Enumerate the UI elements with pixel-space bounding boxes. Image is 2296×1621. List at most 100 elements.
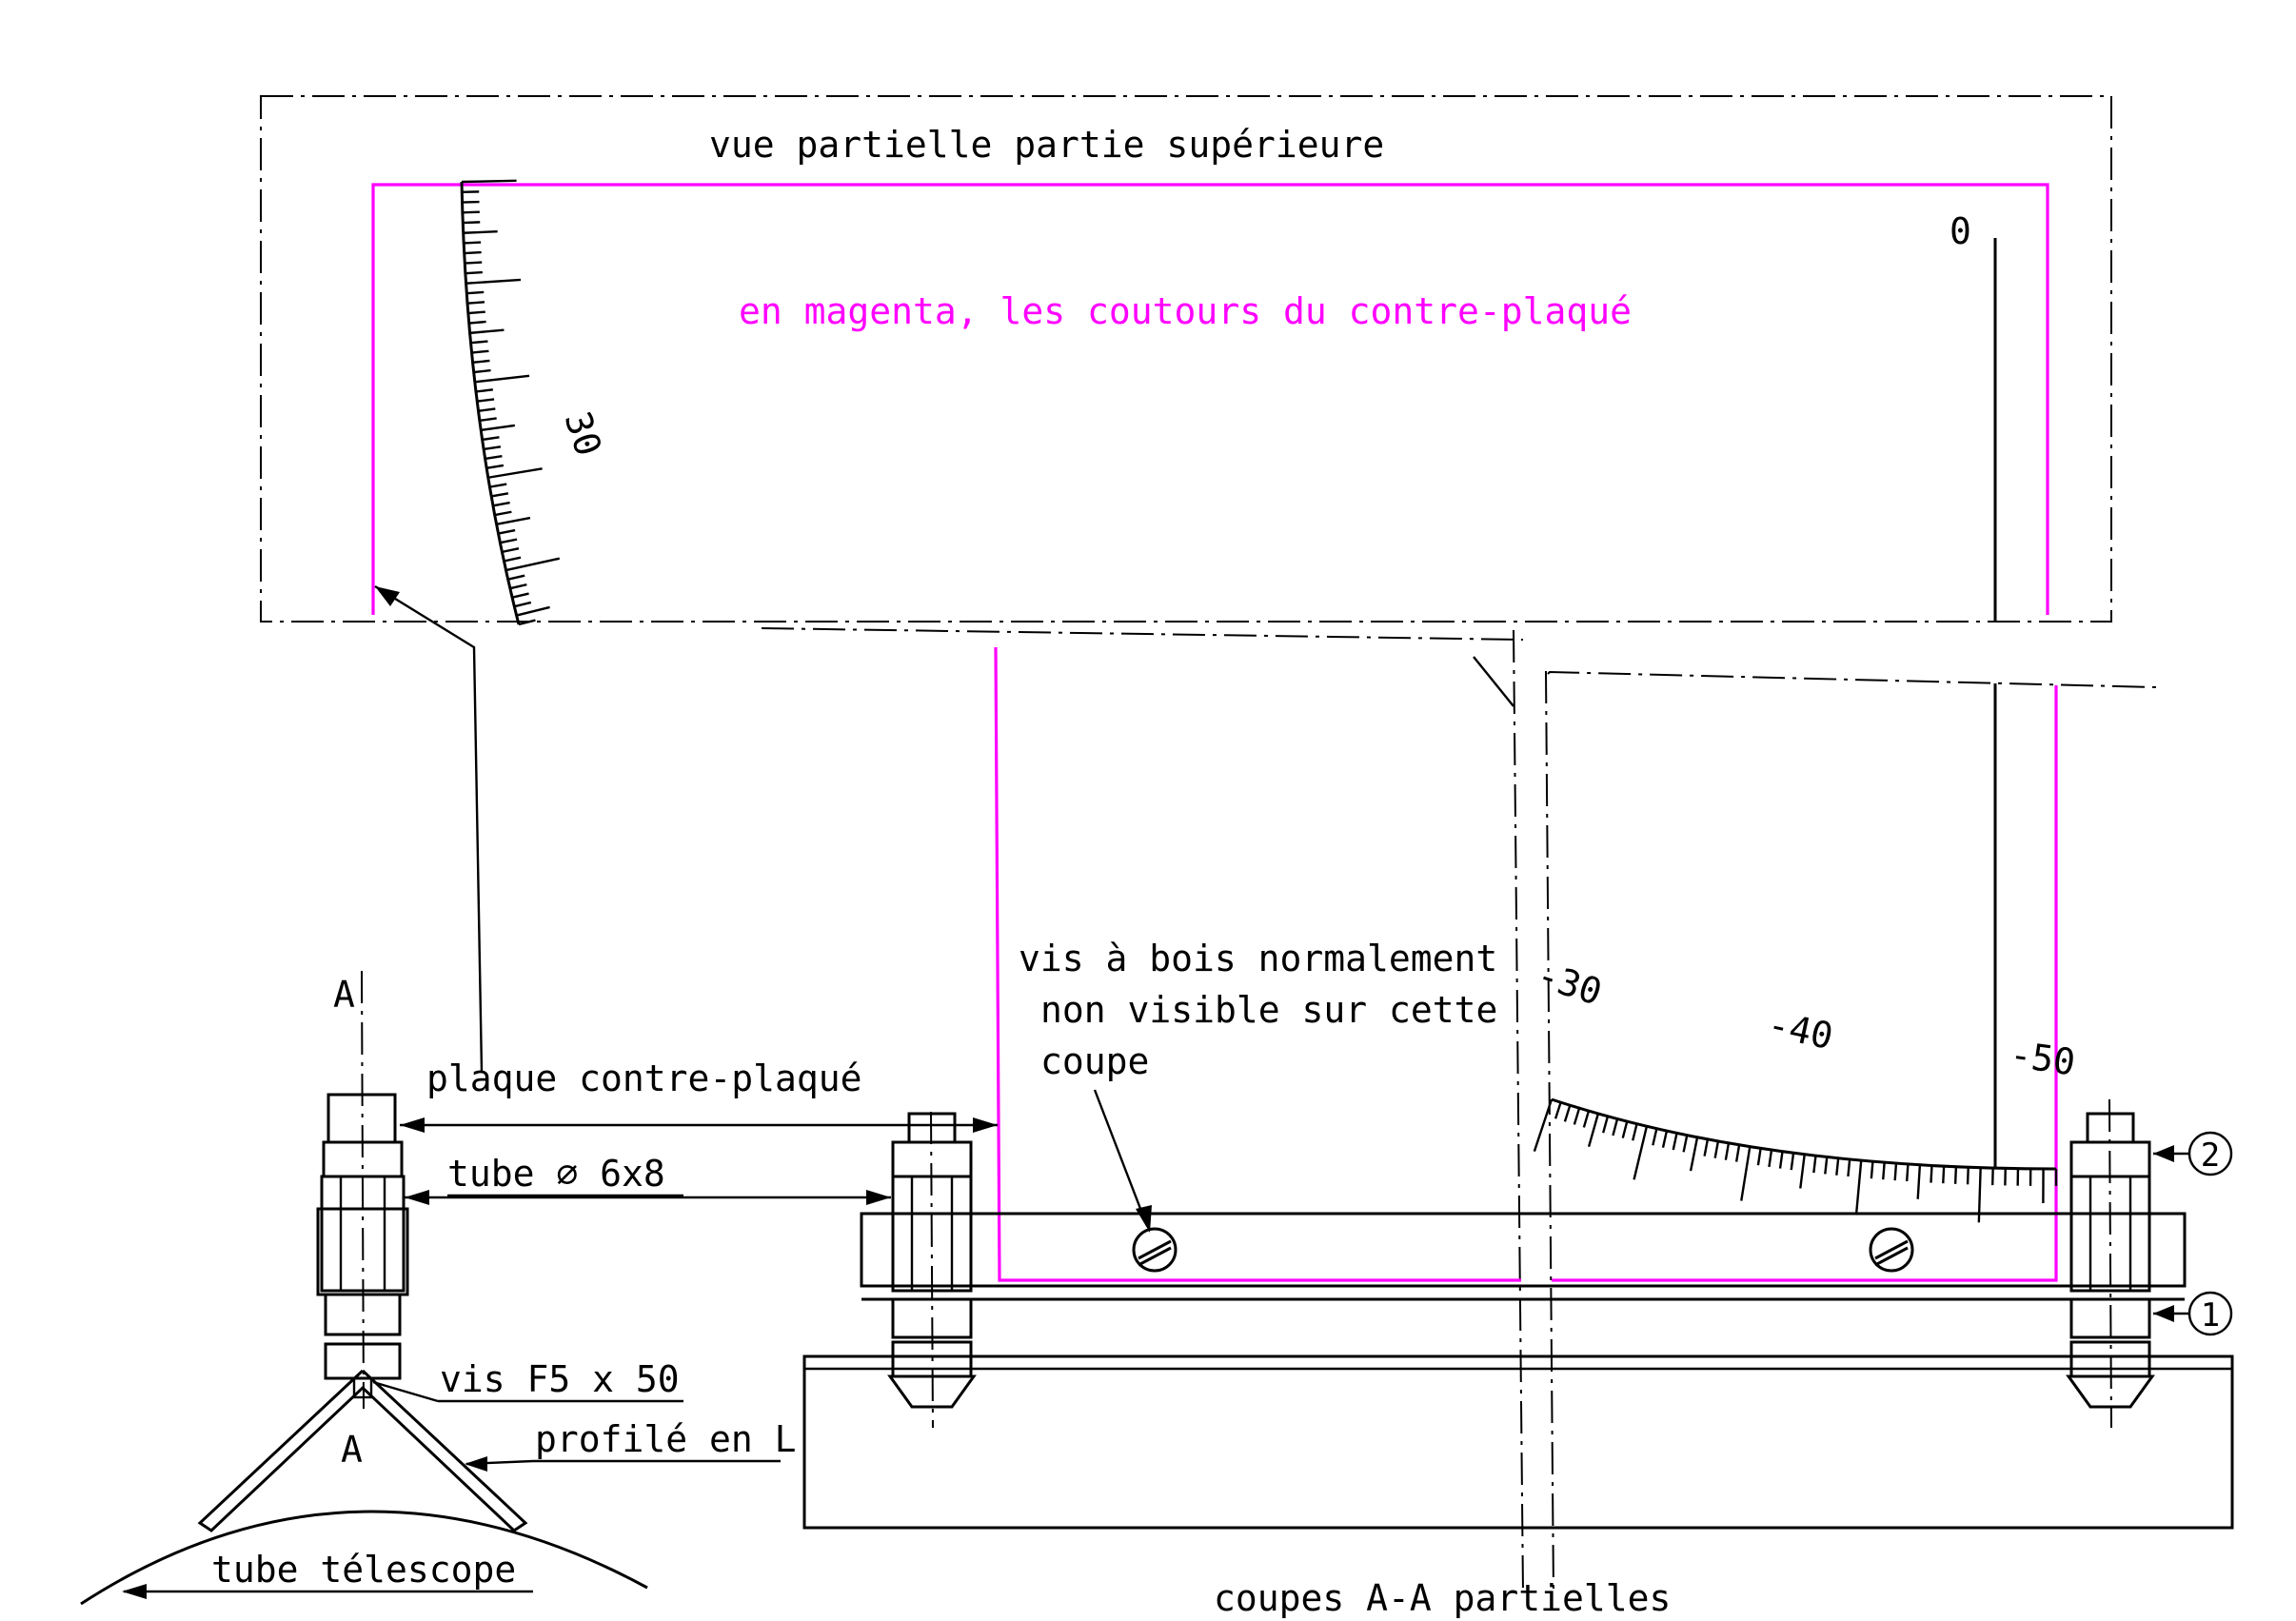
scale-tick bbox=[1905, 1163, 1910, 1182]
scale-tick bbox=[507, 574, 525, 581]
scale-tick bbox=[462, 210, 480, 214]
wood-screw-note-1: vis à bois normalement bbox=[1019, 938, 1497, 979]
scale-top-label-0: 0 bbox=[1950, 210, 1971, 252]
plywood-outline-bottom-right bbox=[1552, 685, 2058, 1282]
scale-tick bbox=[467, 310, 485, 315]
scale-tick bbox=[1870, 1161, 1874, 1179]
bolt-middle bbox=[887, 1111, 977, 1429]
top-view-frame bbox=[260, 95, 2112, 623]
left-section: A A plaque contre-plaqué tube ∅ 6x8 vis … bbox=[80, 970, 998, 1606]
scale-tick bbox=[1724, 1142, 1731, 1160]
tube-label: tube ∅ 6x8 bbox=[447, 1153, 665, 1195]
wood-bar bbox=[860, 1212, 2187, 1288]
scale-tick bbox=[464, 241, 482, 245]
scale-tick bbox=[463, 221, 481, 225]
callout-2: 2 bbox=[2153, 1131, 2233, 1176]
scale-tick bbox=[1847, 1158, 1851, 1177]
scale-tick bbox=[1587, 1113, 1600, 1147]
scale-tick bbox=[1682, 1135, 1689, 1153]
section-a-bottom: A bbox=[341, 1429, 363, 1471]
scale-tick bbox=[1652, 1128, 1658, 1146]
top-view-title: vue partielle partie supérieure bbox=[709, 124, 1384, 166]
scale-tick bbox=[479, 417, 497, 423]
scale-tick bbox=[1632, 1123, 1638, 1141]
scale-tick bbox=[464, 250, 482, 255]
scale-tick bbox=[461, 179, 517, 184]
plywood-outline-top bbox=[371, 183, 2049, 615]
scale-tick bbox=[492, 501, 510, 507]
scale-tick bbox=[511, 592, 529, 599]
scale-tick bbox=[485, 464, 505, 470]
scale-tick bbox=[496, 516, 531, 525]
plywood-leader-arrow bbox=[375, 586, 400, 606]
scale-tick bbox=[1573, 1107, 1581, 1125]
screw-head-icon bbox=[1132, 1227, 1178, 1273]
magenta-note: en magenta, les coutours du contre-plaqu… bbox=[739, 290, 1632, 332]
screw-head-icon bbox=[1869, 1227, 1914, 1273]
scale-tick bbox=[1713, 1140, 1720, 1158]
scale-bottom-ticks bbox=[1533, 1098, 2058, 1223]
scale-tick bbox=[475, 388, 494, 393]
scale-tick bbox=[478, 407, 496, 412]
scale-tick bbox=[1882, 1162, 1886, 1180]
scale-tick bbox=[502, 547, 520, 554]
scale-tick bbox=[509, 583, 527, 590]
scale-tick bbox=[470, 340, 488, 345]
scale-tick bbox=[1633, 1126, 1649, 1180]
scale-tick bbox=[1734, 1144, 1741, 1162]
scale-tick bbox=[465, 278, 522, 285]
scale-tick bbox=[468, 320, 486, 325]
svg-text:2: 2 bbox=[2201, 1137, 2220, 1175]
scale-tick bbox=[485, 454, 503, 461]
scale-tick bbox=[1554, 1101, 1562, 1119]
scale-tick bbox=[1621, 1120, 1629, 1138]
wood-screw-note-3: coupe bbox=[1040, 1040, 1149, 1082]
scale-tick bbox=[518, 619, 536, 626]
scale-tick bbox=[465, 270, 483, 275]
scale-tick bbox=[473, 368, 491, 374]
scale-tick bbox=[1602, 1116, 1610, 1134]
scale-tick bbox=[489, 483, 507, 488]
angle-profile bbox=[197, 1369, 528, 1532]
scale-tick bbox=[472, 359, 490, 365]
scale-tick bbox=[1563, 1104, 1572, 1122]
scale-tick bbox=[465, 261, 483, 265]
scale-tick bbox=[1916, 1164, 1922, 1199]
scale-tick bbox=[1661, 1130, 1669, 1148]
scale-tick bbox=[1740, 1146, 1752, 1201]
scale-tick bbox=[466, 301, 485, 305]
svg-text:1: 1 bbox=[2201, 1296, 2220, 1334]
section-a-top: A bbox=[333, 974, 355, 1016]
scale-tick bbox=[498, 528, 516, 535]
scale-bottom-label-m40: -40 bbox=[1764, 1003, 1836, 1058]
scale-tick bbox=[514, 601, 532, 608]
scale-tick bbox=[504, 556, 522, 563]
scale-tick bbox=[1703, 1138, 1710, 1156]
scale-tick bbox=[471, 349, 489, 354]
scale-tick bbox=[1778, 1151, 1784, 1169]
scale-tick bbox=[466, 290, 485, 295]
scale-tick bbox=[505, 557, 561, 572]
scale-tick bbox=[487, 467, 543, 479]
break-lines bbox=[761, 627, 2157, 1595]
plywood-plate-label: plaque contre-plaqué bbox=[426, 1058, 862, 1099]
scale-tick bbox=[1672, 1133, 1678, 1151]
scale-tick bbox=[500, 538, 518, 544]
scale-tick bbox=[516, 605, 550, 617]
scale-tick bbox=[1942, 1166, 1946, 1184]
base-block bbox=[802, 1354, 2234, 1530]
scale-tick bbox=[1824, 1156, 1829, 1175]
scale-tick bbox=[483, 445, 502, 451]
scale-tick bbox=[1582, 1110, 1591, 1128]
scale-tick bbox=[481, 424, 516, 432]
scale-tick bbox=[474, 374, 530, 384]
scale-tick bbox=[1930, 1165, 1933, 1183]
scale-tick bbox=[1768, 1149, 1773, 1168]
bolt-right bbox=[2066, 1098, 2155, 1429]
scale-bottom-label-m50: -50 bbox=[2008, 1033, 2078, 1083]
scale-tick bbox=[1689, 1137, 1699, 1172]
scale-tick bbox=[1835, 1157, 1840, 1176]
scale-tick bbox=[1533, 1098, 1554, 1153]
plywood-leader bbox=[374, 584, 484, 1073]
